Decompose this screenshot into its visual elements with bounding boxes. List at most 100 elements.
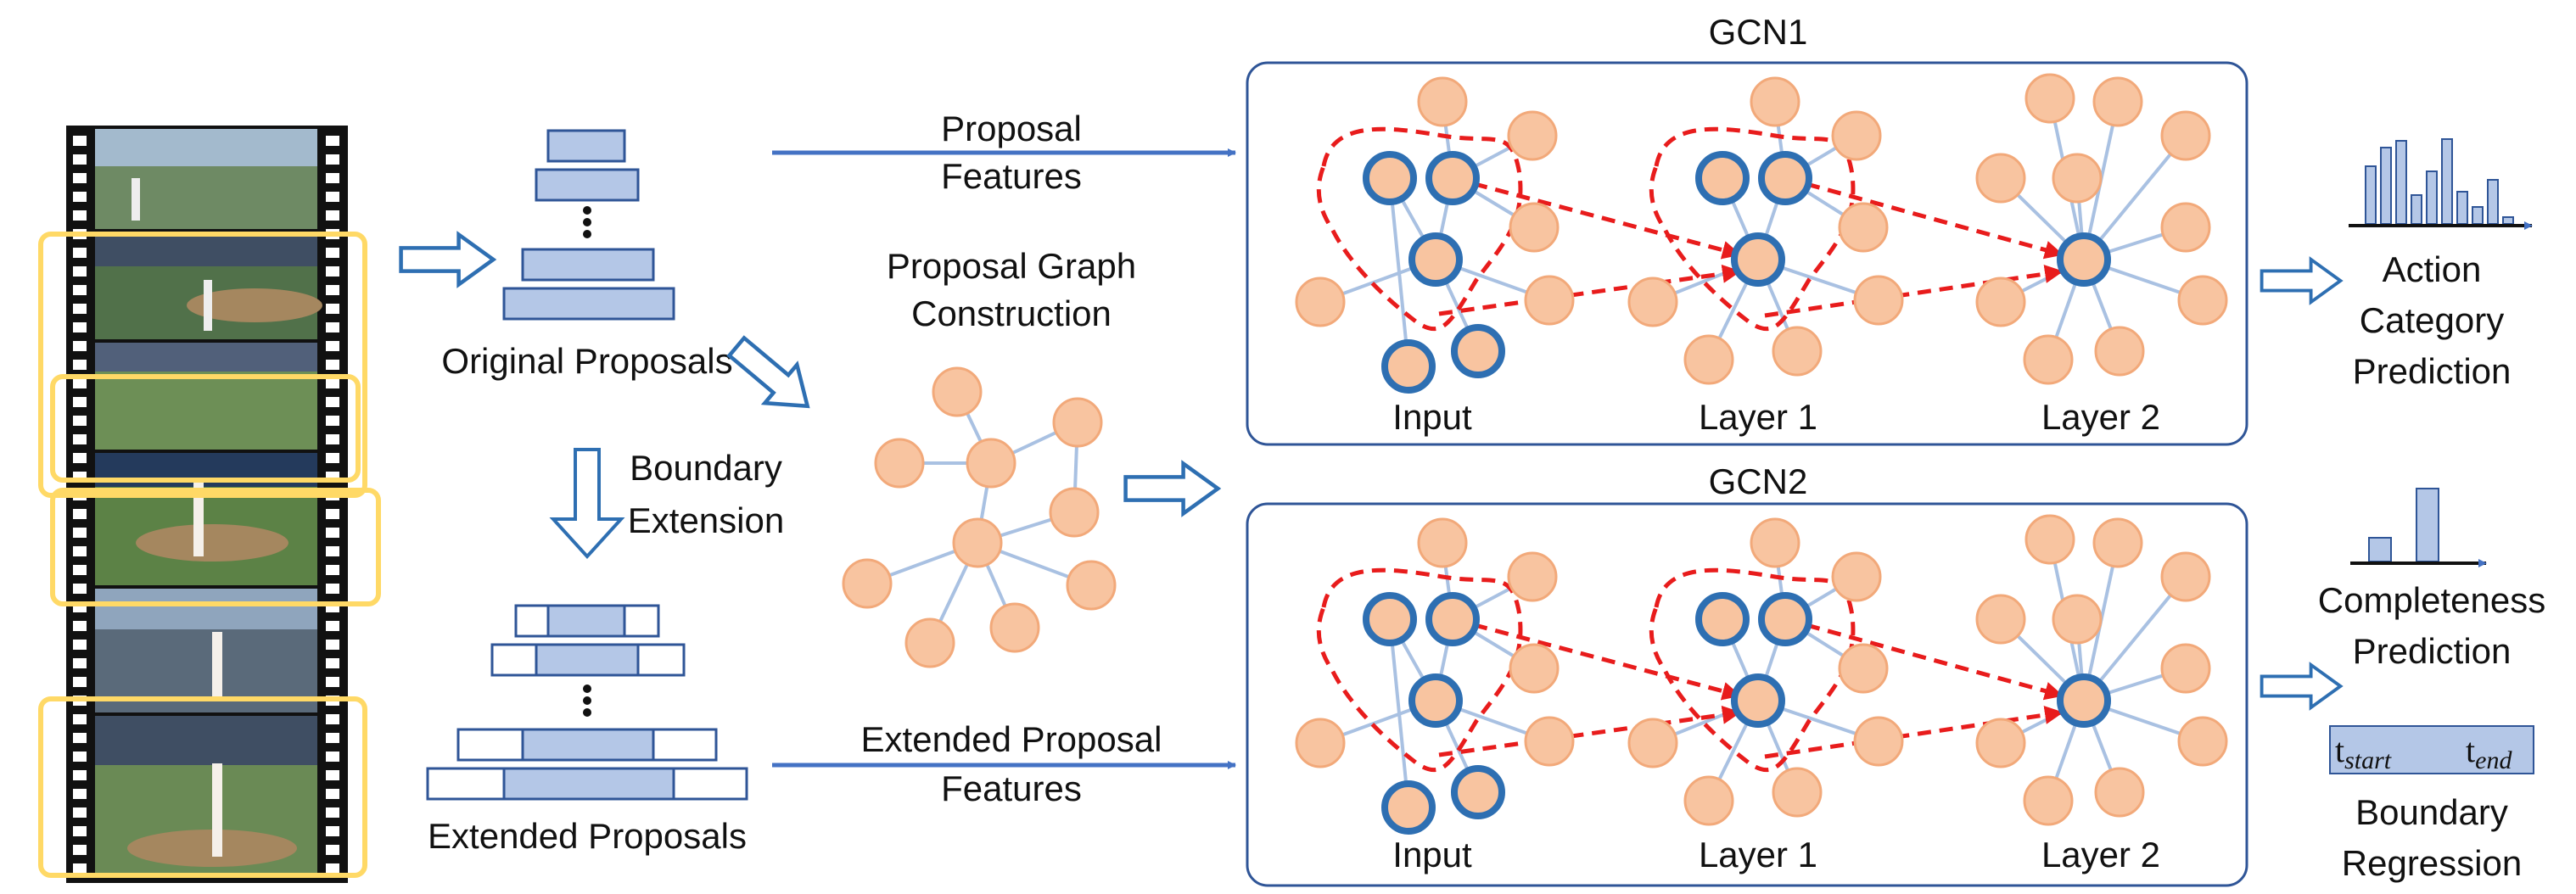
graph-node xyxy=(1853,275,1904,326)
film-sprocket xyxy=(326,136,339,146)
film-sprocket xyxy=(73,434,87,444)
propagation-arrow xyxy=(1784,617,2064,701)
propagation-arrow xyxy=(1784,176,2064,260)
boundary-box xyxy=(2329,725,2534,774)
neighbourhood-outline xyxy=(1649,126,1856,332)
film-sprocket xyxy=(326,845,339,855)
proposal-features-label-line1: Proposal xyxy=(941,109,1082,148)
film-strip-icon xyxy=(38,126,381,883)
original-proposals-label: Original Proposals xyxy=(441,341,732,381)
film-sprocket xyxy=(326,863,339,874)
hollow-arrow-icon xyxy=(720,327,823,425)
film-sprocket xyxy=(326,826,339,836)
graph-node xyxy=(2094,326,2145,377)
film-sprocket xyxy=(326,546,339,556)
graph-node-highlighted xyxy=(1451,765,1505,819)
extended-proposals-label: Extended Proposals xyxy=(428,816,747,856)
gcn1-input-label: Input xyxy=(1392,397,1472,437)
film-sprocket xyxy=(326,565,339,575)
film-sprocket xyxy=(326,807,339,818)
film-sprocket xyxy=(73,621,87,631)
action-label-line2: Category xyxy=(2360,300,2504,340)
film-sprocket xyxy=(326,770,339,780)
graph-edge xyxy=(1388,618,1410,808)
graph-node-highlighted xyxy=(1381,339,1436,394)
film-sprocket xyxy=(73,378,87,388)
neighbourhood-outline xyxy=(1316,567,1523,773)
film-sprocket xyxy=(326,640,339,650)
propagation-arrow xyxy=(1764,265,2064,318)
film-sprocket xyxy=(326,658,339,668)
film-sprocket xyxy=(326,714,339,724)
film-sprocket xyxy=(73,210,87,221)
graph-node xyxy=(2024,514,2075,565)
film-sprocket xyxy=(326,192,339,202)
completeness-label-line1: Completeness xyxy=(2318,580,2545,620)
graph-node xyxy=(2160,202,2211,253)
film-sprocket xyxy=(326,285,339,295)
film-sprocket xyxy=(73,863,87,874)
ellipsis-dots xyxy=(583,206,591,238)
film-sprocket xyxy=(73,248,87,258)
graph-node xyxy=(1750,76,1800,127)
graph-node xyxy=(1683,334,1734,385)
boundary-extension-label-line2: Extension xyxy=(628,500,784,540)
film-sprocket xyxy=(326,210,339,221)
graph-node-highlighted xyxy=(1425,151,1480,205)
graph-node xyxy=(1975,277,2026,327)
film-sprocket xyxy=(73,416,87,426)
film-sprocket xyxy=(326,733,339,743)
graph-node xyxy=(1772,326,1823,377)
ellipsis-dots xyxy=(583,684,591,717)
film-sprocket xyxy=(326,341,339,351)
graph-node xyxy=(1975,594,2026,645)
film-sprocket xyxy=(326,584,339,594)
film-sprocket xyxy=(73,845,87,855)
film-sprocket xyxy=(73,304,87,314)
t-start-label: tstart xyxy=(2335,731,2392,774)
graph-node-highlighted xyxy=(1758,151,1812,205)
neighbourhood-outline xyxy=(1316,126,1523,332)
graph-node xyxy=(1509,643,1560,694)
graph-node-highlighted xyxy=(1695,151,1750,205)
film-sprocket xyxy=(326,528,339,538)
graph-node xyxy=(2092,76,2143,127)
boundary-label-line2: Regression xyxy=(2342,843,2522,883)
completeness-label-line2: Prediction xyxy=(2353,631,2512,671)
extended-features-label-line2: Features xyxy=(941,768,1082,808)
graph-node-highlighted xyxy=(1425,592,1480,646)
graph-node xyxy=(1295,718,1346,768)
film-sprocket xyxy=(73,658,87,668)
film-sprocket xyxy=(73,173,87,183)
graph-node xyxy=(1750,517,1800,568)
gcn1-title: GCN1 xyxy=(1709,12,1808,52)
hollow-arrow-icon xyxy=(1126,464,1218,514)
propagation-arrow xyxy=(1452,617,1741,701)
graph-node-highlighted xyxy=(1695,592,1750,646)
hollow-arrow-icon xyxy=(549,448,625,559)
film-sprocket xyxy=(73,397,87,407)
gcn2-title: GCN2 xyxy=(1709,461,1808,501)
graph-node xyxy=(2177,275,2228,326)
graph-node xyxy=(2160,643,2211,694)
film-sprocket xyxy=(326,360,339,370)
graph-node xyxy=(2160,110,2211,161)
film-sprocket xyxy=(326,752,339,762)
graph-node xyxy=(1831,551,1882,602)
graph-edge xyxy=(1388,177,1410,367)
film-sprocket xyxy=(73,509,87,519)
graph-node xyxy=(1975,718,2026,768)
action-label-line1: Action xyxy=(2383,249,2482,289)
gcn1-graph xyxy=(1295,73,2228,394)
graph-node xyxy=(2023,334,2074,385)
hollow-arrow-icon xyxy=(401,235,494,285)
graph-node xyxy=(1417,517,1468,568)
gcn1-layer2-label: Layer 2 xyxy=(2041,397,2160,437)
extended-proposals-stack xyxy=(426,604,748,801)
proposal-graph xyxy=(842,366,1117,668)
graph-node xyxy=(1838,643,1889,694)
completeness-histogram-icon xyxy=(2350,488,2487,567)
film-sprocket xyxy=(326,378,339,388)
graph-node xyxy=(2023,775,2074,826)
